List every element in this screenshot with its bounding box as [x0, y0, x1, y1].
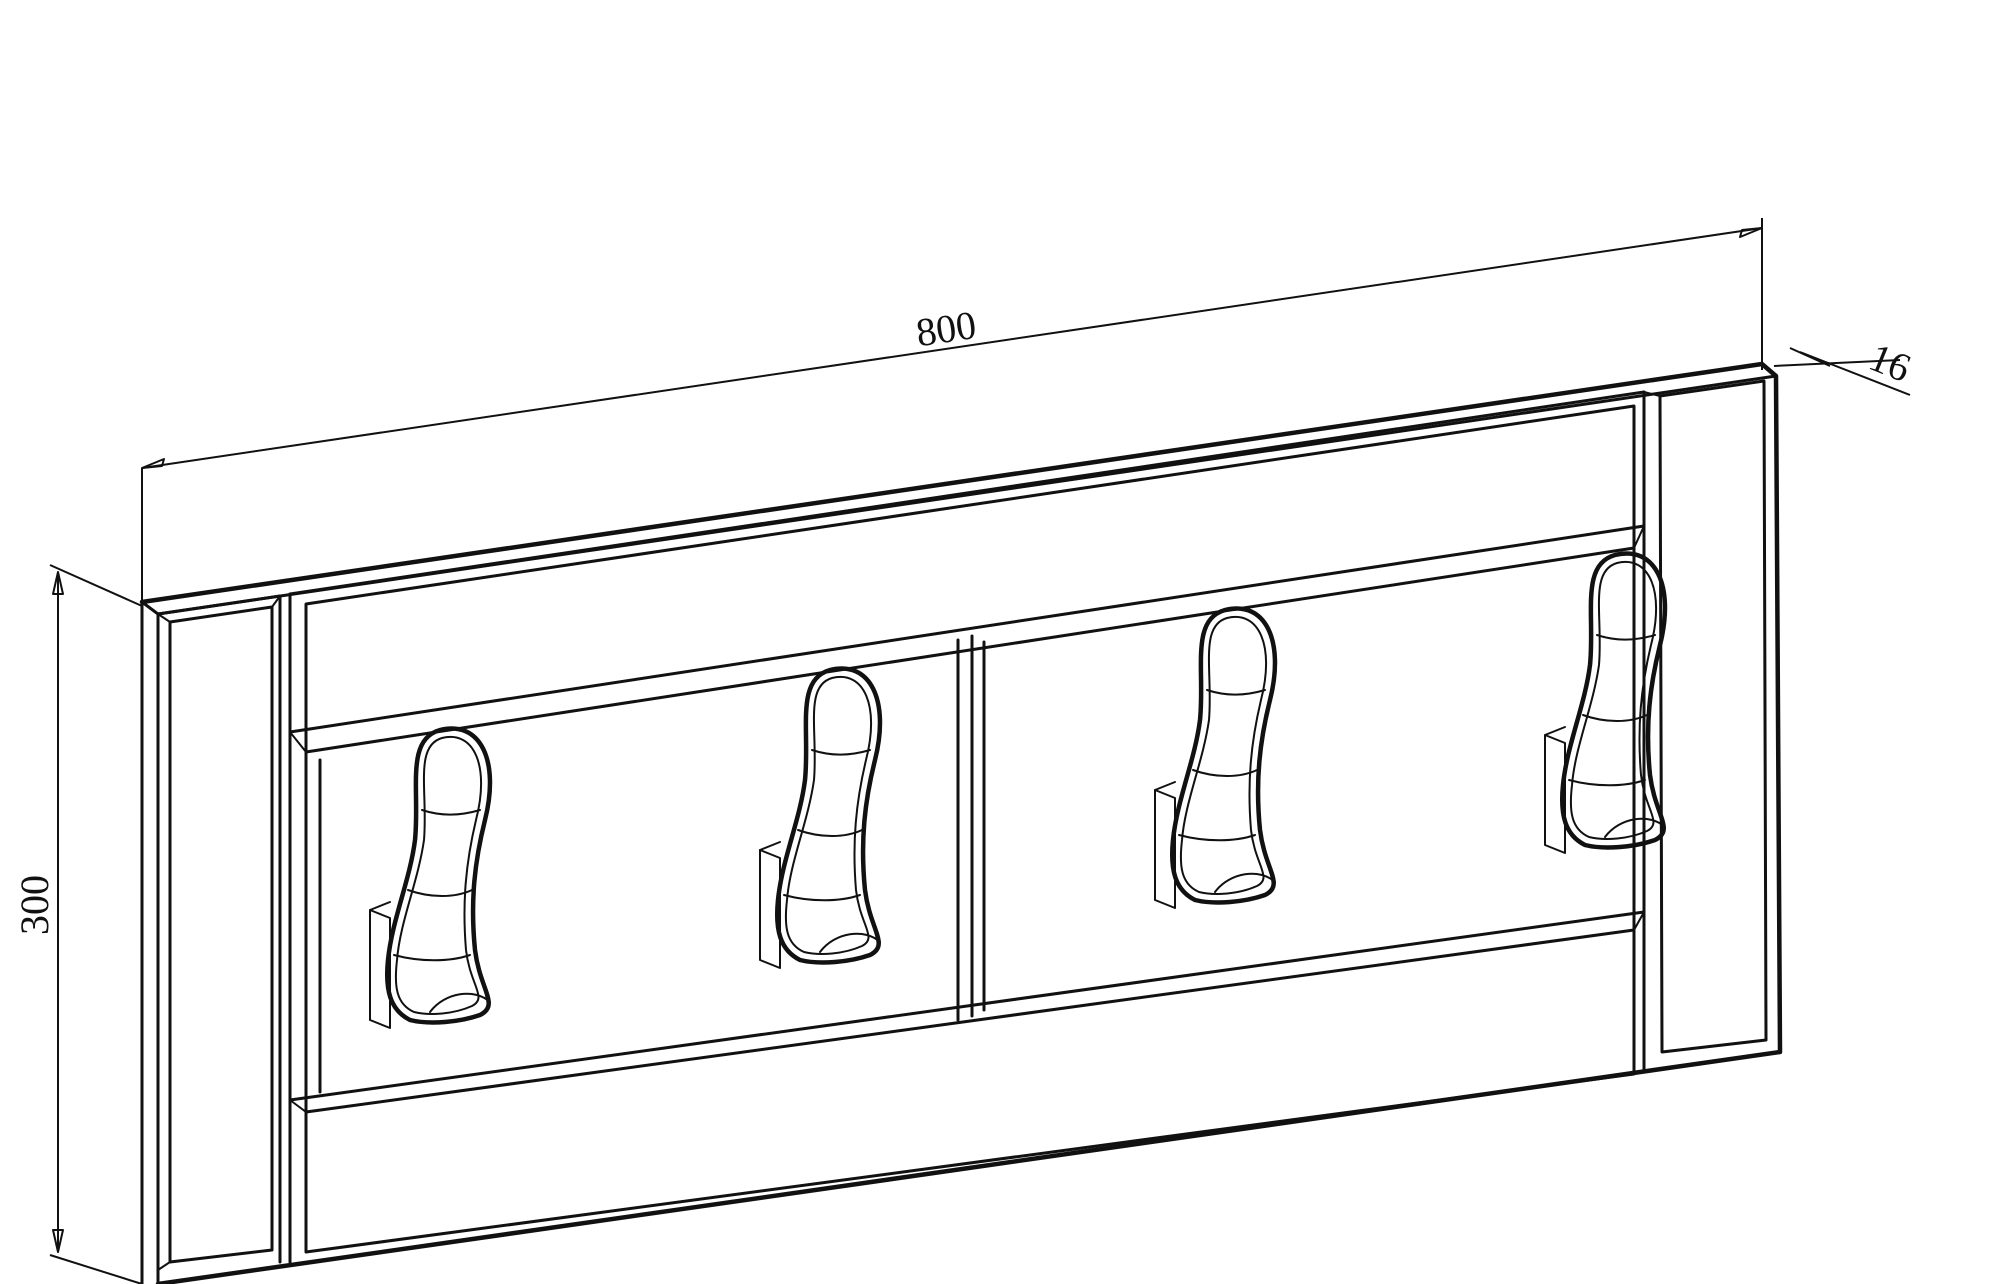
width-label: 800 [913, 302, 979, 355]
height-dimension: 300 [12, 564, 143, 1284]
hook-4 [1545, 553, 1665, 853]
width-dimension: 800 [141, 218, 1763, 600]
depth-label: 16 [1863, 334, 1917, 391]
frame [139, 361, 1783, 1284]
hook-3 [1155, 608, 1275, 908]
depth-dimension: 16 [1773, 334, 1917, 396]
height-label: 300 [12, 875, 57, 935]
hook-1 [370, 728, 490, 1028]
hook-2 [760, 668, 880, 968]
